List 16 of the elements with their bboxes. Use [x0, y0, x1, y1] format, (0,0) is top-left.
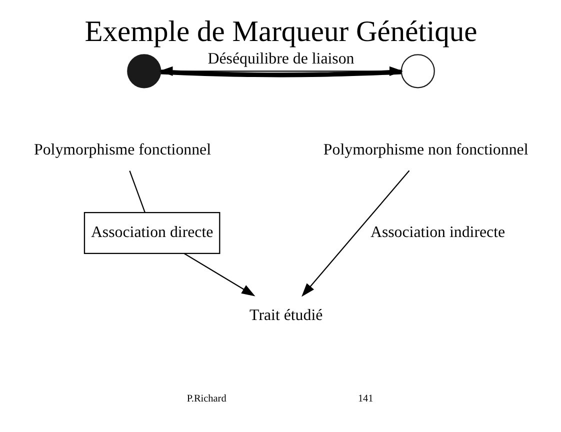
node-text: Trait étudié	[249, 307, 322, 324]
node-box: Association directe	[83, 212, 220, 254]
connector	[128, 170, 146, 213]
arrow	[158, 66, 403, 76]
diagram-title: Exemple de Marqueur Génétique	[84, 16, 477, 48]
node-circle	[126, 54, 161, 88]
node-circle	[400, 54, 434, 88]
node-text: Polymorphisme fonctionnel	[34, 141, 211, 158]
edge-label: Association indirecte	[370, 224, 505, 242]
label: 141	[357, 393, 373, 404]
node-text: Polymorphisme non fonctionnel	[322, 141, 528, 158]
arrow	[301, 170, 410, 297]
label: P.Richard	[186, 393, 226, 404]
connector	[160, 70, 401, 78]
edge-label: Déséquilibre de liaison	[207, 50, 354, 68]
arrow	[183, 253, 255, 296]
